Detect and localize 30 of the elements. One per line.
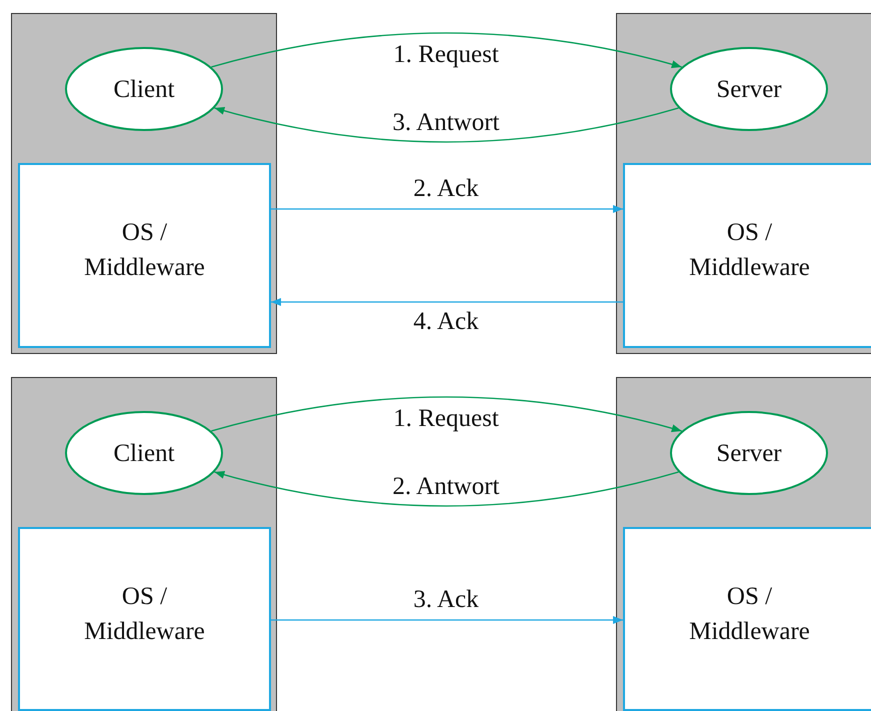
node-label: Client (113, 438, 175, 468)
layer-box (623, 163, 871, 348)
arrow (271, 616, 623, 624)
edge-label: 4. Ack (413, 307, 479, 337)
edge-label: 1. Request (393, 404, 499, 434)
layer-box (623, 527, 871, 711)
arrow (214, 470, 679, 507)
node-label: Server (716, 74, 782, 104)
arrow (211, 396, 682, 432)
node-label: OS / Middleware (83, 218, 206, 283)
arrow (271, 205, 623, 213)
edge-label: 2. Antwort (392, 472, 500, 502)
host-panel (11, 13, 277, 354)
edge-label: 3. Antwort (392, 108, 500, 138)
host-panel (616, 13, 871, 354)
host-panel (11, 377, 277, 711)
node-label: OS / Middleware (688, 582, 811, 647)
node-label: Client (113, 74, 175, 104)
node-label: Server (716, 438, 782, 468)
arrow (211, 32, 682, 68)
layer-box (18, 527, 271, 711)
arrow (214, 106, 679, 143)
arrow (271, 298, 623, 306)
edge-label: 1. Request (393, 40, 499, 70)
edge-label: 3. Ack (413, 585, 479, 615)
node-label: OS / Middleware (688, 218, 811, 283)
host-panel (616, 377, 871, 711)
node-label: OS / Middleware (83, 582, 206, 647)
layer-box (18, 163, 271, 348)
edge-label: 2. Ack (413, 174, 479, 204)
